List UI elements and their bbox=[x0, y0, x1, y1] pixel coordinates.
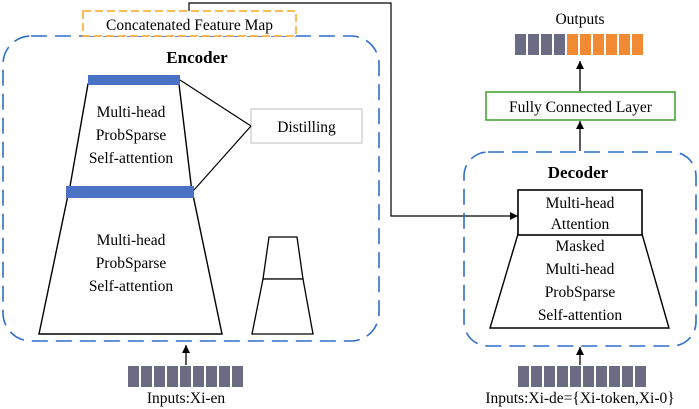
decoder-input-token bbox=[596, 366, 607, 387]
decoder-input-token bbox=[583, 366, 594, 387]
distilling-label: Distilling bbox=[277, 119, 336, 136]
encoder-input-token bbox=[193, 366, 204, 387]
decoder-input-token bbox=[622, 366, 633, 387]
output-token bbox=[619, 34, 630, 55]
encoder-input-label: Inputs:Xi-en bbox=[147, 390, 226, 407]
decoder-attention-box bbox=[517, 189, 643, 236]
encoder-input-tokens bbox=[128, 366, 243, 387]
output-token bbox=[593, 34, 604, 55]
distilling-connector-top bbox=[179, 79, 252, 127]
encoder-input-token bbox=[180, 366, 191, 387]
feature-map-label: Concatenated Feature Map bbox=[106, 17, 273, 34]
output-token bbox=[541, 34, 552, 55]
decoder-masked-line-4: Self-attention bbox=[538, 307, 623, 324]
output-token bbox=[606, 34, 617, 55]
decoder-container bbox=[463, 151, 697, 347]
encoder-input-token bbox=[154, 366, 165, 387]
encoder-block-1-line-1: Multi-head bbox=[97, 104, 166, 121]
distilling-bar-top bbox=[88, 75, 180, 85]
output-token bbox=[554, 34, 565, 55]
feature-map-box bbox=[82, 10, 297, 37]
output-token bbox=[580, 34, 591, 55]
feature-map-to-decoder-arrow bbox=[188, 2, 518, 220]
decoder-input-label: Inputs:Xi-de={Xi-token,Xi-0} bbox=[485, 390, 674, 407]
decoder-input-token bbox=[518, 366, 529, 387]
encoder-block-2-line-2: ProbSparse bbox=[96, 255, 167, 272]
output-token bbox=[632, 34, 643, 55]
distilling-bar-bottom bbox=[66, 186, 194, 198]
output-token bbox=[528, 34, 539, 55]
encoder-input-token bbox=[206, 366, 217, 387]
output-token bbox=[515, 34, 526, 55]
decoder-input-tokens bbox=[518, 366, 646, 387]
fully-connected-layer-box bbox=[485, 91, 676, 121]
fully-connected-layer-label: Fully Connected Layer bbox=[509, 99, 653, 116]
decoder-attention-line-1: Multi-head bbox=[546, 195, 615, 212]
decoder-masked-line-2: Multi-head bbox=[546, 261, 615, 278]
encoder-stack-small-bottom bbox=[251, 278, 314, 335]
decoder-input-token bbox=[609, 366, 620, 387]
encoder-stack-small-top bbox=[262, 236, 304, 280]
decoder-input-token bbox=[557, 366, 568, 387]
output-tokens bbox=[515, 34, 643, 55]
encoder-title: Encoder bbox=[166, 48, 228, 67]
decoder-input-token bbox=[570, 366, 581, 387]
decoder-masked-line-1: Masked bbox=[555, 238, 604, 255]
decoder-input-token bbox=[531, 366, 542, 387]
distilling-box bbox=[250, 108, 363, 144]
outputs-label: Outputs bbox=[555, 11, 604, 28]
encoder-block-1-line-2: ProbSparse bbox=[96, 127, 167, 144]
encoder-block-2-line-1: Multi-head bbox=[97, 232, 166, 249]
encoder-input-token bbox=[128, 366, 139, 387]
decoder-masked-line-3: ProbSparse bbox=[545, 284, 616, 301]
decoder-input-token bbox=[635, 366, 646, 387]
encoder-input-token bbox=[141, 366, 152, 387]
output-token bbox=[567, 34, 578, 55]
encoder-input-token bbox=[167, 366, 178, 387]
encoder-input-token bbox=[219, 366, 230, 387]
encoder-input-token bbox=[232, 366, 243, 387]
distilling-connector-bottom bbox=[193, 125, 252, 191]
encoder-block-2-line-3: Self-attention bbox=[89, 278, 174, 295]
decoder-title: Decoder bbox=[548, 163, 609, 182]
encoder-block-1-line-3: Self-attention bbox=[89, 150, 174, 167]
decoder-input-token bbox=[544, 366, 555, 387]
decoder-attention-line-2: Attention bbox=[551, 216, 610, 233]
